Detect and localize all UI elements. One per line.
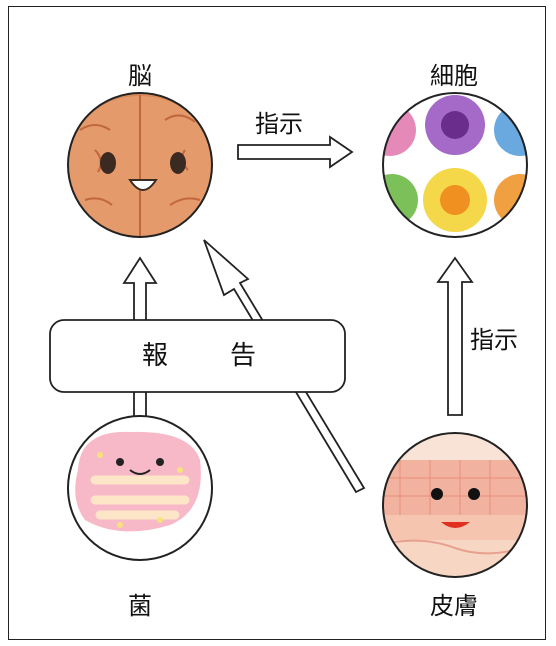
cell-label: 細胞 — [430, 64, 478, 88]
instruction-label-top: 指示 — [255, 112, 303, 136]
brain-node — [60, 85, 220, 245]
cells-icon — [364, 90, 546, 240]
cell-node — [364, 90, 546, 240]
report-text-2: 告 — [230, 343, 256, 369]
skin-face-icon — [380, 430, 530, 580]
arrow-skin-to-cell — [438, 258, 472, 415]
report-text-1: 報 — [142, 343, 168, 369]
skin-label: 皮膚 — [430, 594, 478, 618]
arrow-brain-to-cell — [238, 137, 352, 167]
intestine-bacteria-icon — [60, 410, 220, 570]
skin-node — [380, 430, 530, 580]
bacteria-node — [60, 410, 220, 570]
brain-label: 脳 — [128, 64, 152, 88]
instruction-label-right: 指示 — [470, 328, 518, 352]
bacteria-label: 菌 — [128, 594, 152, 618]
report-box — [50, 320, 345, 392]
